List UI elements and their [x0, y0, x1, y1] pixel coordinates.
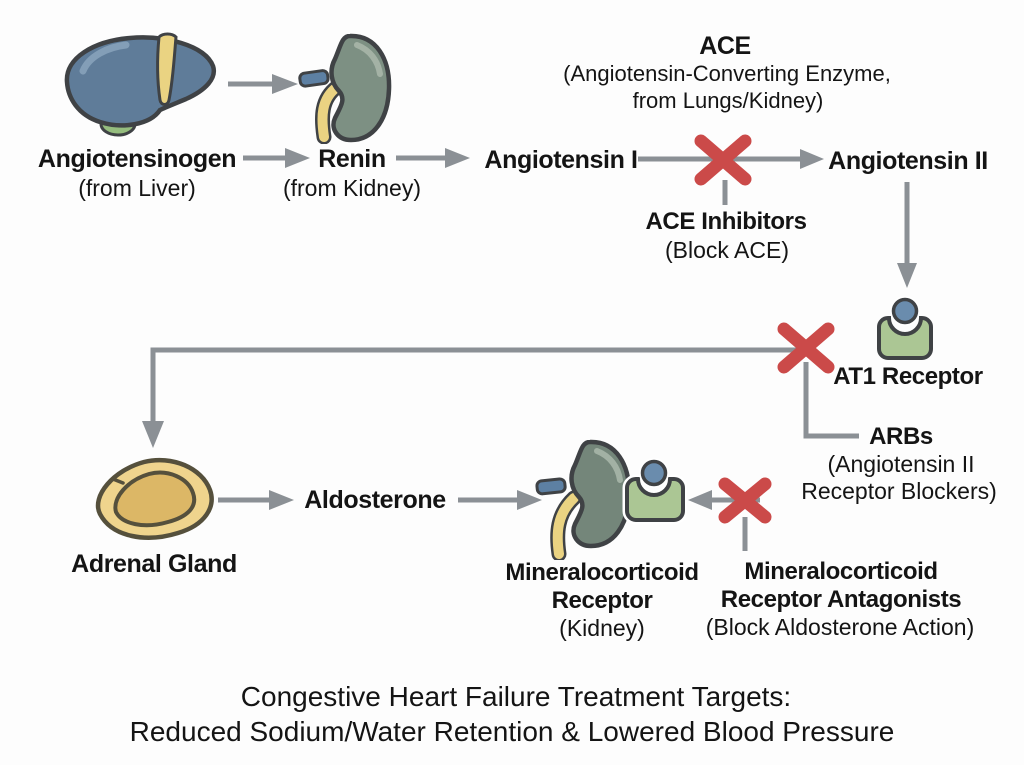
label-arbs: ARBs: [869, 423, 933, 450]
label-mra-2: Receptor Antagonists: [720, 586, 962, 613]
label-mr-2: Receptor: [551, 587, 653, 614]
sublabel-renin: (from Kidney): [282, 175, 422, 201]
label-angiotensinogen: Angiotensinogen: [37, 145, 237, 173]
arrow-aldosterone-to-receptor: [458, 490, 542, 510]
caption-line-1: Congestive Heart Failure Treatment Targe…: [240, 681, 792, 712]
x-mark-mra-block: [718, 477, 772, 524]
arrow-angiotensin-ii-down: [897, 182, 917, 288]
sublabel-angiotensinogen: (from Liver): [78, 175, 196, 201]
receptor-icon: [874, 296, 942, 366]
label-mr-1: Mineralocorticoid: [505, 559, 699, 586]
arrow-adrenal-to-aldosterone: [218, 490, 294, 510]
label-aldosterone: Aldosterone: [304, 486, 446, 514]
sublabel-arbs-2: Receptor Blockers): [801, 478, 997, 504]
sublabel-ace-inhibitors: (Block ACE): [665, 237, 789, 263]
label-mra-1: Mineralocorticoid: [744, 558, 938, 585]
liver-icon: [56, 28, 228, 142]
arrow-at1-to-adrenal: [142, 347, 806, 448]
label-ace-inhibitors: ACE Inhibitors: [645, 208, 807, 235]
arb-stem: [803, 362, 859, 439]
sublabel-mra: (Block Aldosterone Action): [705, 614, 975, 640]
kidney-icon: [297, 32, 393, 144]
kidney-receptor-icon: [517, 436, 687, 560]
label-angiotensin-ii: Angiotensin II: [828, 147, 988, 175]
sublabel-mr: (Kidney): [559, 615, 645, 641]
arrow-liver-to-kidney: [228, 74, 298, 94]
label-angiotensin-i: Angiotensin I: [484, 146, 638, 174]
arrow-angiotensinogen-to-renin: [243, 148, 310, 168]
label-renin: Renin: [318, 145, 386, 173]
sublabel-arbs-1: (Angiotensin II: [827, 451, 975, 477]
adrenal-gland-icon: [86, 452, 220, 550]
sublabel-ace-2: from Lungs/Kidney): [632, 88, 824, 113]
arrow-renin-to-angiotensin-i: [396, 148, 470, 168]
label-adrenal-gland: Adrenal Gland: [71, 550, 237, 578]
sublabel-ace-1: (Angiotensin-Converting Enzyme,: [563, 61, 891, 86]
label-at1-receptor: AT1 Receptor: [833, 363, 983, 390]
caption-line-2: Reduced Sodium/Water Retention & Lowered…: [129, 716, 895, 747]
label-ace: ACE: [699, 32, 751, 60]
x-mark-ace-block: [694, 134, 752, 186]
x-mark-arb-block: [777, 322, 835, 374]
